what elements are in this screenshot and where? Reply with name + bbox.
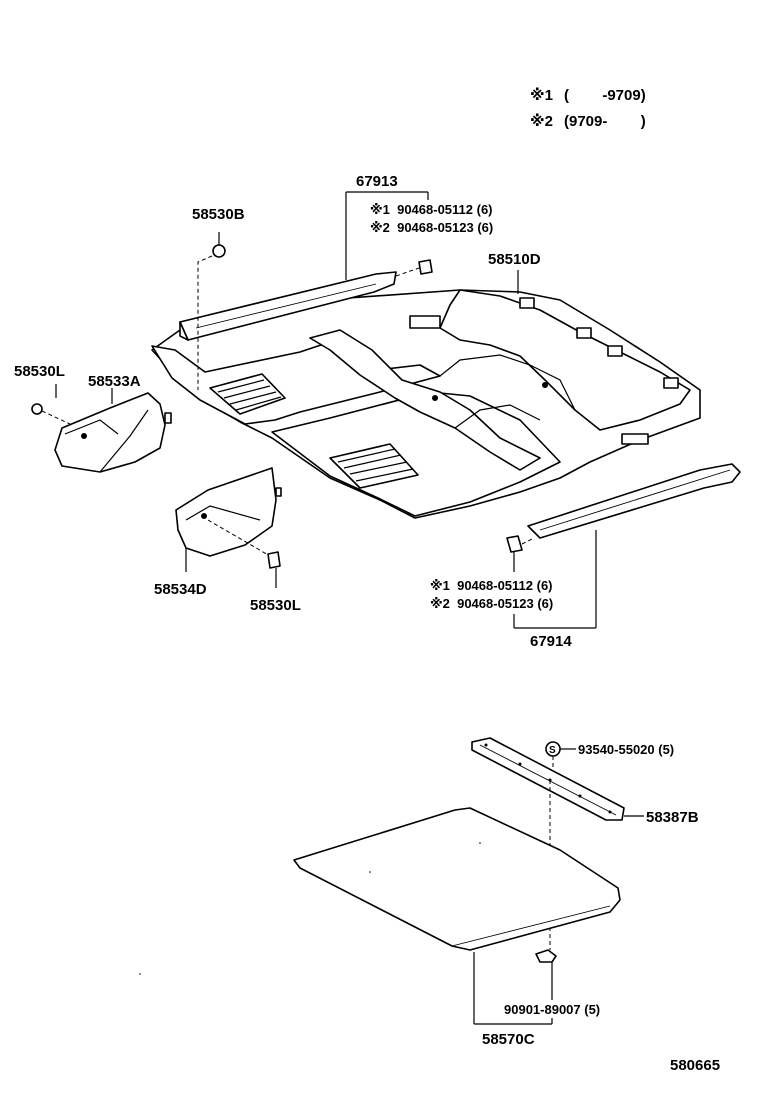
legend-note1-range: ( -9709) — [564, 87, 646, 104]
scuff-plate-67913 — [179, 191, 433, 341]
legend: ※1 ( -9709) ※2 (9709- ) — [530, 86, 646, 130]
floor-carpet-rear-deck — [439, 289, 691, 431]
carpet-fastener-icon — [519, 297, 535, 309]
legend-note2-mark: ※2 — [530, 112, 553, 130]
label-67913-clip-note1: ※1 90468-05112 (6) — [370, 202, 493, 217]
carpet-fastener-icon — [621, 433, 649, 445]
carpet-hole-icon — [542, 382, 548, 388]
diagram-number: 580665 — [670, 1057, 720, 1074]
label-58534D: 58534D — [154, 581, 207, 598]
clip-icon — [267, 551, 281, 569]
label-67914: 67914 — [530, 633, 572, 650]
s-mark-letter: S — [549, 745, 556, 756]
carpet-fastener-icon — [409, 315, 441, 329]
clip-58530B — [197, 232, 226, 390]
carpet-hole-icon — [432, 395, 438, 401]
carpet-fastener-icon — [663, 377, 679, 389]
clip-hole-icon — [81, 433, 87, 439]
carpet-fastener-icon — [576, 327, 592, 339]
label-58530L-left: 58530L — [14, 363, 65, 380]
clip-icon — [535, 949, 557, 963]
label-58530L-bottom: 58530L — [250, 597, 301, 614]
luggage-mat-58570C — [293, 807, 621, 951]
clip-90901 — [535, 949, 557, 1000]
clip-icon — [418, 259, 433, 275]
label-58387B: 58387B — [646, 809, 699, 826]
label-67913-clip-note2: ※2 90468-05123 (6) — [370, 220, 493, 235]
clip-icon — [31, 403, 43, 415]
clip-hole-icon — [201, 513, 207, 519]
label-67914-clip-note2: ※2 90468-05123 (6) — [430, 596, 553, 611]
floor-tunnel — [309, 329, 541, 471]
clip-icon — [212, 244, 226, 258]
side-panel-58533A — [31, 384, 172, 473]
label-58533A: 58533A — [88, 373, 141, 390]
label-58510D: 58510D — [488, 251, 541, 268]
legend-note2-range: (9709- ) — [564, 113, 646, 130]
label-67914-clip-note1: ※1 90468-05112 (6) — [430, 578, 553, 593]
carpet-fastener-icon — [607, 345, 623, 357]
label-90901: 90901-89007 (5) — [504, 1002, 600, 1017]
heel-pad-left — [209, 373, 286, 415]
heel-pad-right — [329, 443, 419, 489]
retainer-bar-58387B — [471, 737, 644, 821]
label-58530B: 58530B — [192, 206, 245, 223]
floor-carpet-assembly — [151, 289, 701, 519]
label-58570C: 58570C — [482, 1031, 535, 1048]
scuff-plate-67914 — [506, 463, 741, 629]
label-93540: 93540-55020 (5) — [578, 742, 674, 757]
side-panel-58534D — [175, 467, 282, 588]
legend-note1-mark: ※1 — [530, 86, 553, 104]
label-67913: 67913 — [356, 173, 398, 190]
clip-icon — [506, 535, 523, 553]
